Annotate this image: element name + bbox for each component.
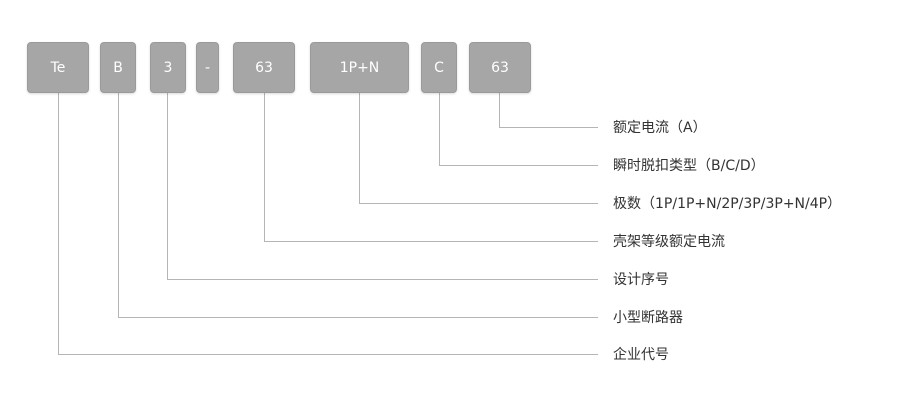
code-text: 63: [491, 59, 509, 76]
code-text: B: [113, 59, 123, 76]
code-text: -: [204, 59, 211, 76]
code-box-design-serial: 3: [150, 42, 186, 93]
code-box-rated-current: 63: [469, 42, 531, 93]
label-mcb: 小型断路器: [613, 310, 683, 326]
label-trip-type: 瞬时脱扣类型（B/C/D）: [613, 158, 765, 174]
code-text: 63: [255, 59, 273, 76]
code-box-enterprise: Te: [27, 42, 89, 93]
code-text: 3: [163, 59, 173, 76]
connector-enterprise-code: [58, 93, 598, 355]
code-text: Te: [50, 59, 66, 76]
label-frame-current: 壳架等级额定电流: [613, 234, 725, 250]
code-text: 1P+N: [339, 59, 380, 76]
code-text: C: [434, 59, 444, 76]
code-box-trip-type: C: [421, 42, 457, 93]
connector-poles: [359, 93, 598, 204]
code-box-frame-current: 63: [233, 42, 295, 93]
code-box-breaker-type: B: [100, 42, 136, 93]
connector-design-serial: [167, 93, 598, 280]
connector-frame-current: [264, 93, 598, 242]
label-enterprise-code: 企业代号: [613, 347, 669, 363]
label-rated-current: 额定电流（A）: [613, 120, 707, 136]
connector-mcb: [118, 93, 598, 318]
label-poles: 极数（1P/1P+N/2P/3P/3P+N/4P）: [613, 196, 842, 212]
code-box-separator: -: [196, 42, 219, 93]
code-box-poles: 1P+N: [310, 42, 409, 93]
connector-rated-current: [499, 93, 598, 128]
connector-trip-type: [439, 93, 598, 166]
label-design-serial: 设计序号: [613, 272, 669, 288]
